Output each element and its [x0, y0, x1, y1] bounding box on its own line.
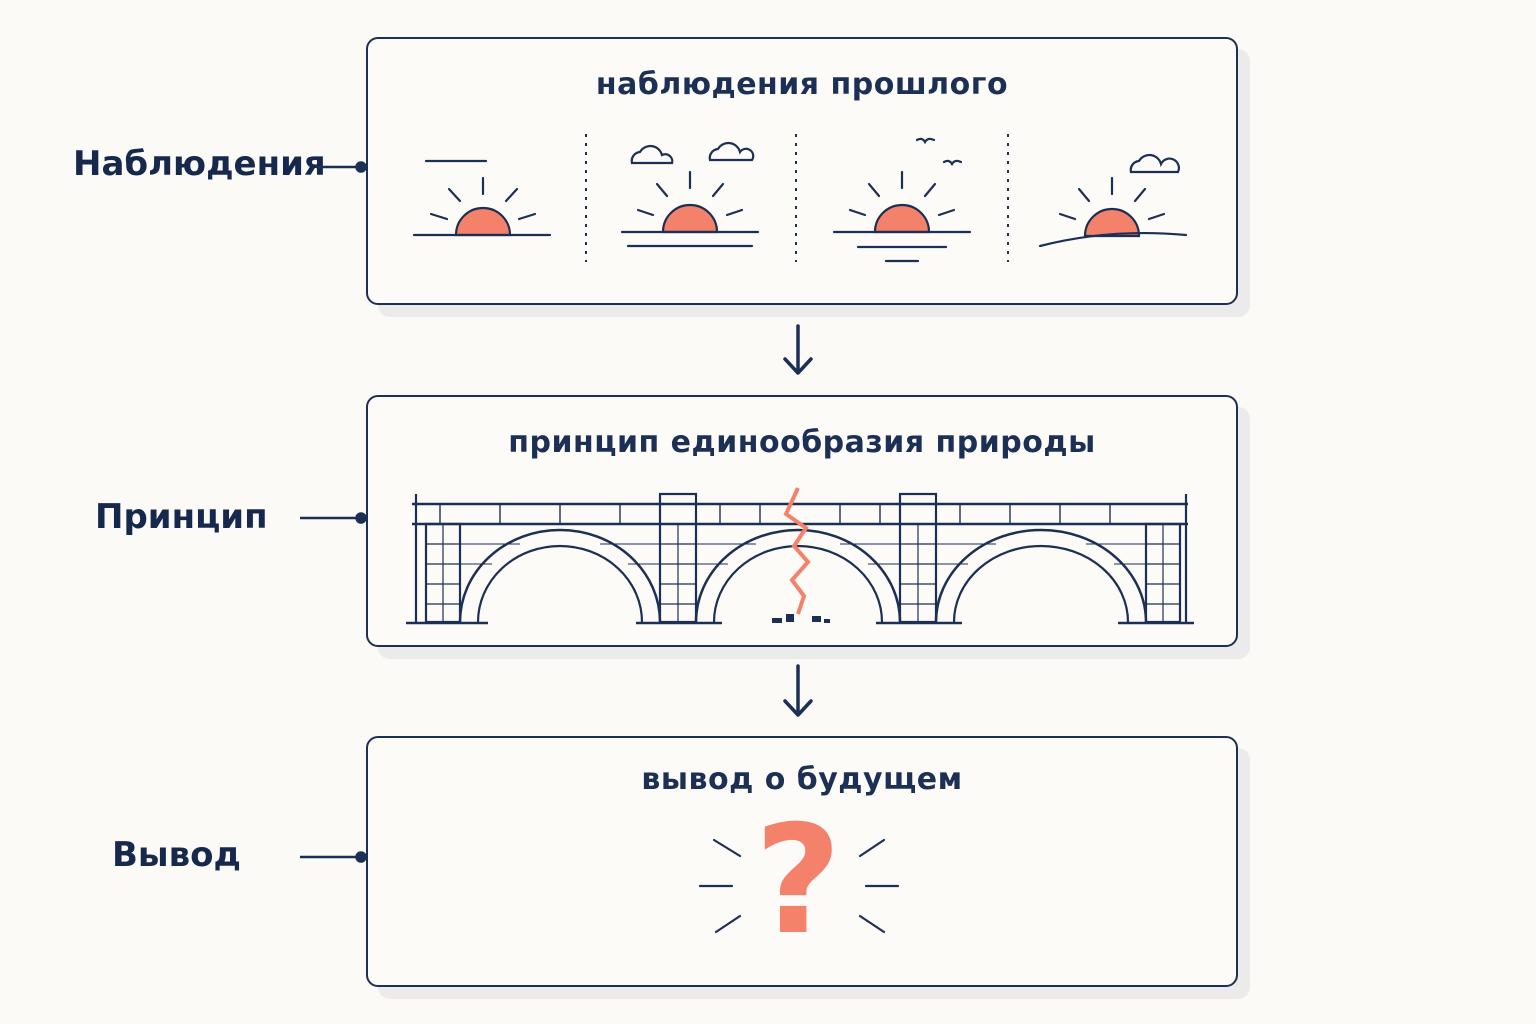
label-conclusion: Вывод: [112, 835, 241, 875]
panel-title-observations: наблюдения прошлого: [595, 67, 1009, 102]
connector-dot-conclusion: [355, 851, 367, 863]
sunrise-icon: [412, 159, 552, 237]
panel-observations: наблюдения прошлого: [366, 37, 1238, 305]
stone-arch-bridge-icon: [406, 492, 1194, 625]
label-observations: Наблюдения: [73, 144, 326, 184]
sunrise-icon: [620, 141, 760, 248]
sunrise-icon: [832, 137, 972, 263]
connector-dot-principle: [355, 512, 367, 524]
arrow-down-icon: [783, 324, 813, 375]
question-mark-icon: ?: [754, 794, 842, 968]
cloud-icon: [1129, 153, 1180, 174]
panel-title-principle: принцип единообразия природы: [508, 425, 1096, 460]
sunrise-icon: [1038, 153, 1188, 248]
arrow-down-icon: [783, 664, 813, 717]
rubble: [772, 614, 830, 623]
panel-conclusion: вывод о будущем: [366, 736, 1238, 987]
cloud-icon: [630, 144, 674, 165]
birds-icon: [915, 137, 963, 167]
cloud-icon: [708, 141, 755, 162]
crack-icon: [783, 487, 811, 615]
panel-principle: принцип единообразия природы: [366, 395, 1238, 647]
connector-dot-observations: [355, 161, 367, 173]
panel-title-conclusion: вывод о будущем: [641, 762, 963, 797]
question-rays: [698, 838, 900, 934]
label-principle: Принцип: [95, 497, 268, 537]
